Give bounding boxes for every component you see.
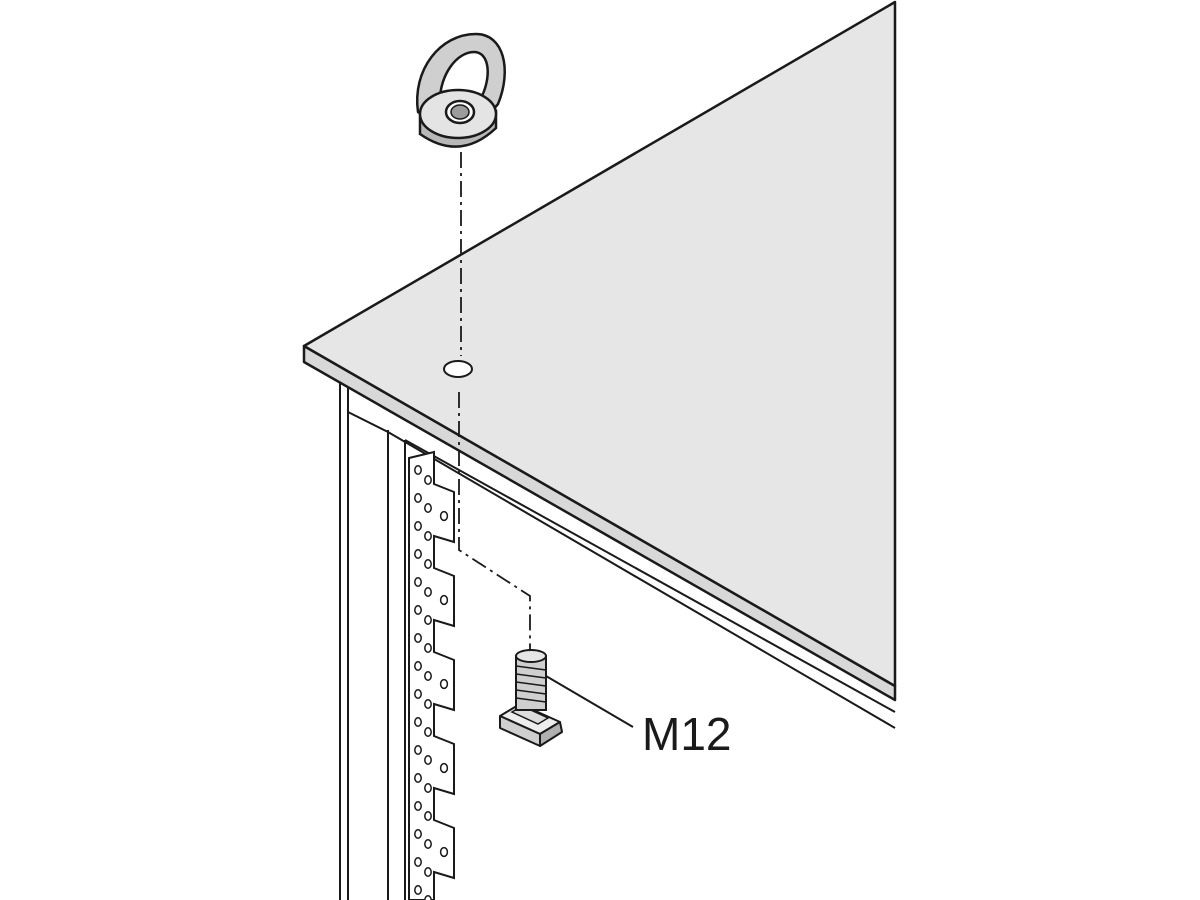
callout-label: M12 <box>642 708 731 760</box>
roof-mounting-hole <box>443 360 473 378</box>
roof-panel <box>302 0 897 702</box>
rail-hole <box>424 783 432 793</box>
rail-hole <box>424 895 432 900</box>
rail-hole <box>424 531 432 541</box>
rail-hole <box>424 839 432 849</box>
rail-hole <box>424 503 432 513</box>
rail-tab-hole <box>439 594 449 606</box>
rail-tab-hole <box>439 510 449 522</box>
rail-hole <box>414 577 422 587</box>
callout-leader <box>545 675 634 728</box>
t-head-bolt-icon <box>499 649 563 747</box>
rail-hole <box>414 829 422 839</box>
frame-rail <box>387 431 896 729</box>
rail-hole <box>414 633 422 643</box>
rail-hole <box>414 689 422 699</box>
rail-hole <box>414 549 422 559</box>
rail-hole <box>424 643 432 653</box>
frame-profile <box>339 378 406 900</box>
rail-hole <box>414 717 422 727</box>
rail-hole <box>414 857 422 867</box>
rail-hole <box>424 615 432 625</box>
rail-hole <box>414 773 422 783</box>
rail-hole <box>424 587 432 597</box>
rail-hole <box>424 867 432 877</box>
rail-hole <box>424 755 432 765</box>
rail-hole <box>424 699 432 709</box>
rail-hole <box>414 661 422 671</box>
rail-hole <box>414 465 422 475</box>
rail-hole <box>414 521 422 531</box>
rail-hole <box>414 801 422 811</box>
rail-tab-hole <box>439 762 449 774</box>
rail-hole <box>414 493 422 503</box>
rail-hole <box>414 885 422 895</box>
bolt-callout: M12 <box>545 675 731 760</box>
rail-tab-hole <box>439 678 449 690</box>
rail-hole <box>424 559 432 569</box>
rail-hole <box>424 811 432 821</box>
rail-hole <box>414 605 422 615</box>
rail-tab-hole <box>439 846 449 858</box>
rail-hole <box>424 671 432 681</box>
eye-nut-icon <box>415 32 506 148</box>
rail-hole <box>424 727 432 737</box>
rail-hole <box>414 745 422 755</box>
perforated-rail <box>408 450 455 900</box>
assembly-guide-line <box>458 152 531 650</box>
rail-hole <box>424 475 432 485</box>
